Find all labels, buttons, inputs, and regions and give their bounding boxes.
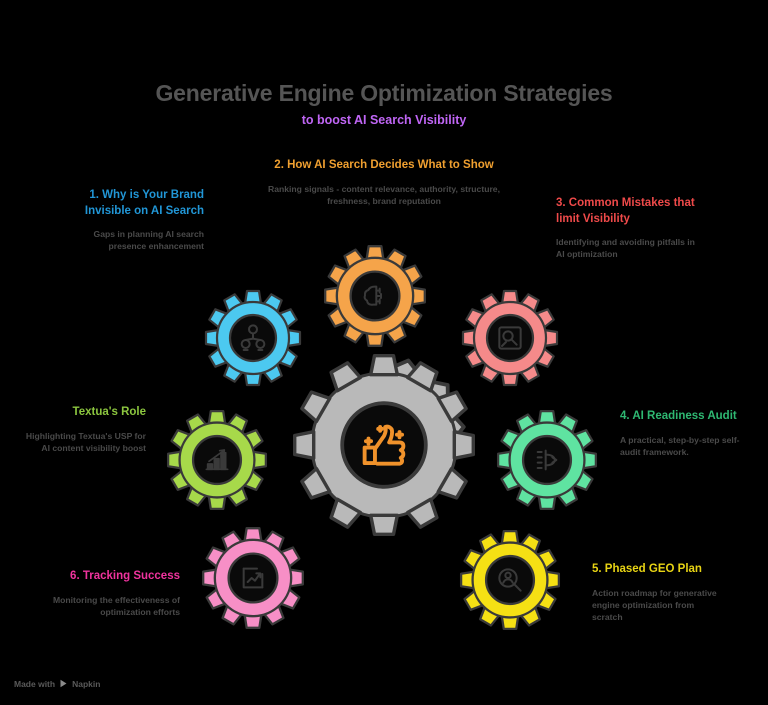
step-gear-2[interactable] <box>322 243 428 349</box>
search-alert-icon <box>494 322 526 354</box>
step-title-5: 5. Phased GEO Plan <box>592 563 702 575</box>
step-desc-3: Identifying and avoiding pitfalls in AI … <box>556 237 695 260</box>
user-network-icon <box>237 322 269 354</box>
step-gear-5[interactable] <box>458 528 562 632</box>
step-gear-3[interactable] <box>460 288 560 388</box>
page-title: Generative Engine Optimization Strategie… <box>155 80 613 106</box>
footer-made-with-label: Made with <box>14 679 56 689</box>
gear-tooth-set <box>292 353 476 537</box>
brain-ai-icon <box>359 280 391 312</box>
napkin-logo-icon <box>59 679 68 689</box>
bar-chart-growth-icon <box>201 444 233 476</box>
step-label-4: 4. AI Readiness Audit A practical, step-… <box>620 409 750 458</box>
step-title-4: 4. AI Readiness Audit <box>620 410 737 422</box>
step-label-7: Textua's Role Highlighting Textua's USP … <box>22 405 146 454</box>
step-title-2: 2. How AI Search Decides What to Show <box>274 159 494 171</box>
step-desc-1: Gaps in planning AI search presence enha… <box>93 229 204 252</box>
footer-brand-label: Napkin <box>72 679 101 689</box>
checklist-audit-icon <box>531 444 563 476</box>
step-title-6: 6. Tracking Success <box>70 570 180 582</box>
step-desc-6: Monitoring the effectiveness of optimiza… <box>52 594 180 617</box>
page-subtitle: to boost AI Search Visibility <box>301 113 467 127</box>
step-gear-6[interactable] <box>200 525 306 631</box>
step-label-3: 3. Common Mistakes that limit Visibility… <box>556 196 696 261</box>
footer-attribution: Made with Napkin <box>14 679 100 689</box>
growth-board-icon <box>237 562 269 594</box>
thumbs-up-sparkle-icon <box>353 414 415 476</box>
step-desc-7: Highlighting Textua's USP for AI content… <box>25 430 146 453</box>
step-title-7: Textua's Role <box>72 406 146 418</box>
magnifier-person-icon <box>494 564 526 596</box>
center-gear <box>289 350 479 540</box>
step-gear-4[interactable] <box>495 408 599 512</box>
step-title-1: 1. Why is Your Brand Invisible on AI Sea… <box>84 189 204 217</box>
step-gear-7[interactable] <box>165 408 269 512</box>
step-label-2: 2. How AI Search Decides What to Show Ra… <box>259 158 509 207</box>
step-label-1: 1. Why is Your Brand Invisible on AI Sea… <box>78 188 204 253</box>
step-title-3: 3. Common Mistakes that limit Visibility <box>556 197 695 225</box>
step-label-5: 5. Phased GEO Plan Action roadmap for ge… <box>592 562 722 624</box>
step-label-6: 6. Tracking Success Monitoring the effec… <box>20 569 180 618</box>
step-desc-2: Ranking signals - content relevance, aut… <box>268 183 500 206</box>
step-gear-1[interactable] <box>203 288 303 388</box>
step-desc-5: Action roadmap for generative engine opt… <box>592 587 717 623</box>
step-desc-4: A practical, step-by-step self-audit fra… <box>620 434 740 457</box>
